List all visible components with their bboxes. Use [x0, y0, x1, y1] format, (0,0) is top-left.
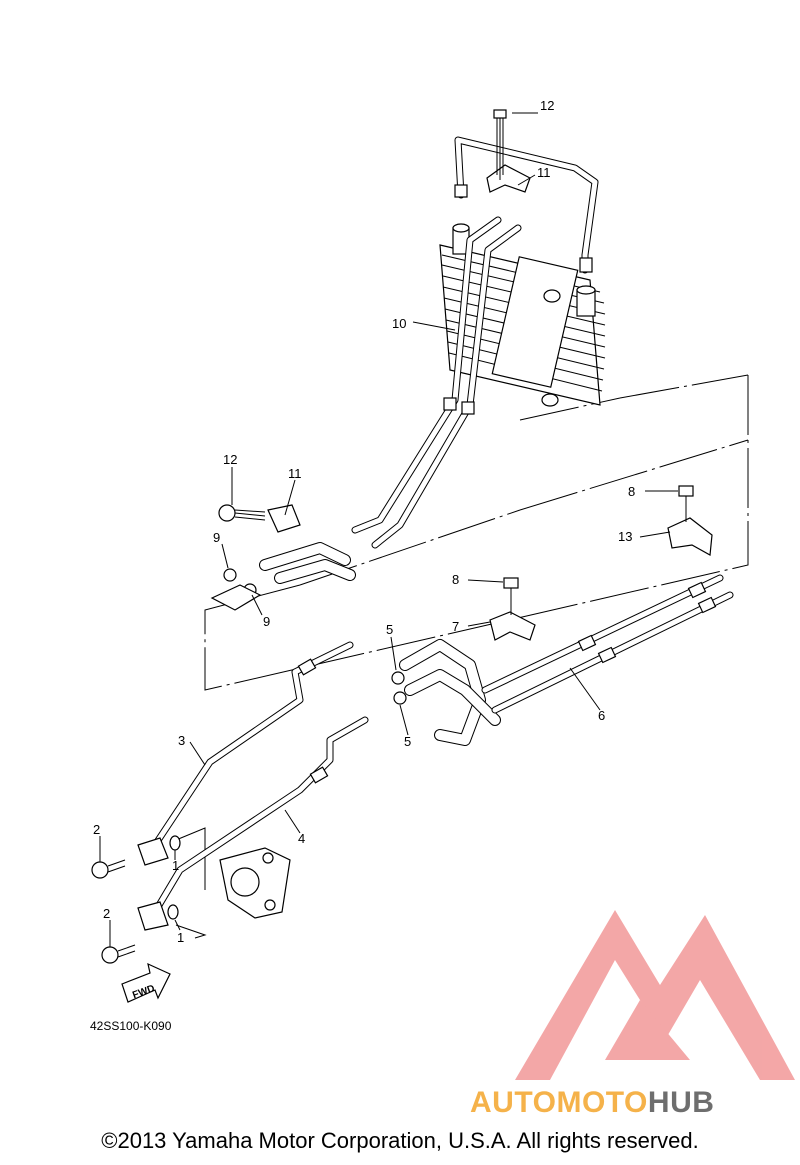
clamp-upper — [486, 109, 531, 193]
copyright-notice: ©2013 Yamaha Motor Corporation, U.S.A. A… — [101, 1128, 699, 1153]
callout-6: 6 — [598, 708, 605, 723]
callout-4: 4 — [298, 831, 305, 846]
pipes-3-4 — [137, 641, 369, 931]
clamps-right — [489, 485, 713, 641]
engine-flange — [219, 847, 291, 919]
callout-3: 3 — [178, 733, 185, 748]
callout-2-upper: 2 — [93, 822, 100, 837]
clamp-left — [218, 504, 301, 533]
watermark-word-1: AUTOMOTO — [470, 1086, 648, 1119]
callout-13: 13 — [618, 529, 632, 544]
pipe-assembly-6 — [481, 574, 734, 714]
lower-hoses — [391, 639, 501, 746]
callout-11-left: 11 — [288, 466, 302, 481]
callout-2-lower: 2 — [103, 906, 110, 921]
callout-8-middle: 8 — [452, 572, 459, 587]
bolts-2 — [91, 859, 136, 964]
callout-7: 7 — [452, 619, 459, 634]
watermark-logo — [515, 910, 795, 1080]
callout-11-upper: 11 — [537, 165, 551, 180]
callout-8-right: 8 — [628, 484, 635, 499]
callout-1-upper: 1 — [172, 858, 179, 873]
callout-labels: 12 11 10 12 11 9 9 8 13 8 7 5 5 6 3 4 2 … — [93, 98, 635, 945]
fwd-arrow-icon: FWD — [121, 962, 171, 1003]
callout-10: 10 — [392, 316, 406, 331]
callout-9-lower: 9 — [263, 614, 270, 629]
callout-5-upper: 5 — [386, 622, 393, 637]
callout-12-upper: 12 — [540, 98, 554, 113]
callout-12-left: 12 — [223, 452, 237, 467]
leader-lines — [99, 112, 678, 947]
callout-1-lower: 1 — [177, 930, 184, 945]
left-hoses — [210, 542, 356, 611]
callout-5-lower: 5 — [404, 734, 411, 749]
watermark-word-2: HUB — [647, 1086, 715, 1119]
watermark-brand: AUTOMOTOHUB — [470, 1086, 714, 1120]
cooler-pipes — [351, 136, 599, 549]
callout-9-upper: 9 — [213, 530, 220, 545]
diagram-part-code: 42SS100-K090 — [90, 1019, 172, 1033]
